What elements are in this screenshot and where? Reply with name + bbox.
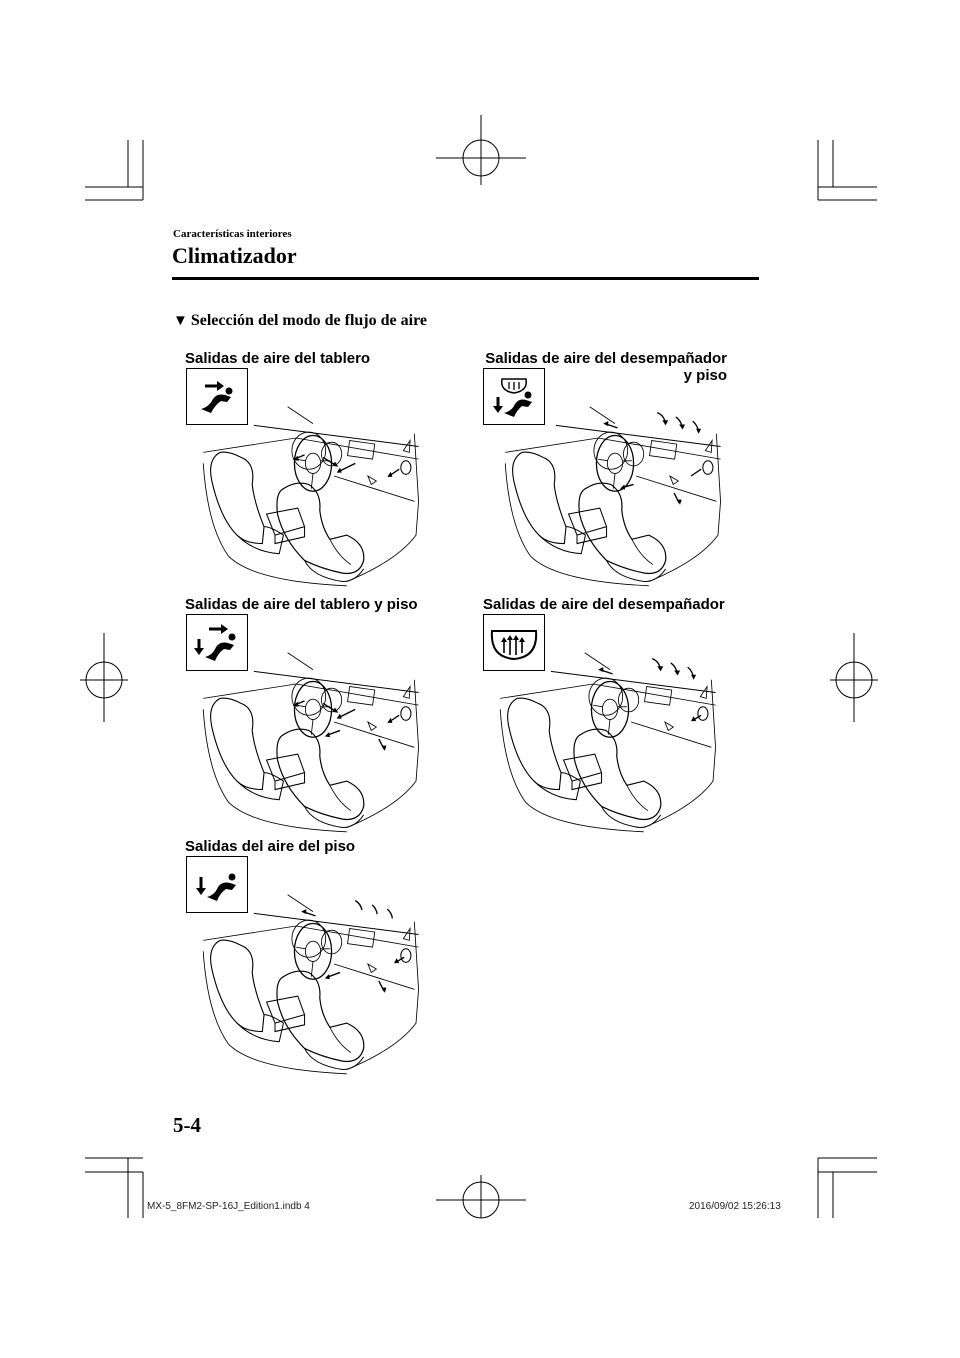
dash-mode-illustration <box>202 406 420 587</box>
subheading: ▼ Selección del modo de flujo de aire <box>173 312 427 330</box>
triangle-marker-icon: ▼ <box>173 312 188 329</box>
page-title: Climatizador <box>172 243 297 268</box>
section-label: Características interiores <box>173 228 292 240</box>
page-number: 5-4 <box>173 1113 201 1137</box>
defrost-floor-mode-illustration <box>504 406 722 587</box>
mode-defrost-floor-label: Salidas de aire del desempañador y piso <box>481 350 727 384</box>
mode-floor-label: Salidas del aire del piso <box>185 838 356 855</box>
mode-defrost-label: Salidas de aire del desempañador <box>483 596 725 613</box>
footer-file: MX-5_8FM2-SP-16J_Edition1.indb 4 <box>147 1201 310 1212</box>
dash-mode-icon <box>186 368 248 425</box>
defrost-floor-mode-icon <box>483 368 545 425</box>
mode-defrost-floor-label-line1: Salidas de aire del desempañador <box>485 350 727 367</box>
mode-defrost-floor-label-line2: y piso <box>683 367 727 384</box>
floor-mode-icon <box>186 856 248 913</box>
footer-timestamp: 2016/09/02 15:26:13 <box>689 1201 781 1212</box>
dash-floor-mode-icon <box>186 614 248 671</box>
defrost-mode-icon <box>483 614 545 671</box>
floor-mode-illustration <box>202 894 420 1075</box>
dash-floor-mode-illustration <box>202 652 420 833</box>
mode-dash-label: Salidas de aire del tablero <box>185 350 371 367</box>
mode-dash-floor-label: Salidas de aire del tablero y piso <box>185 596 418 613</box>
title-divider <box>172 277 759 280</box>
subheading-text: Selección del modo de flujo de aire <box>190 312 427 329</box>
defrost-mode-illustration <box>499 652 717 833</box>
